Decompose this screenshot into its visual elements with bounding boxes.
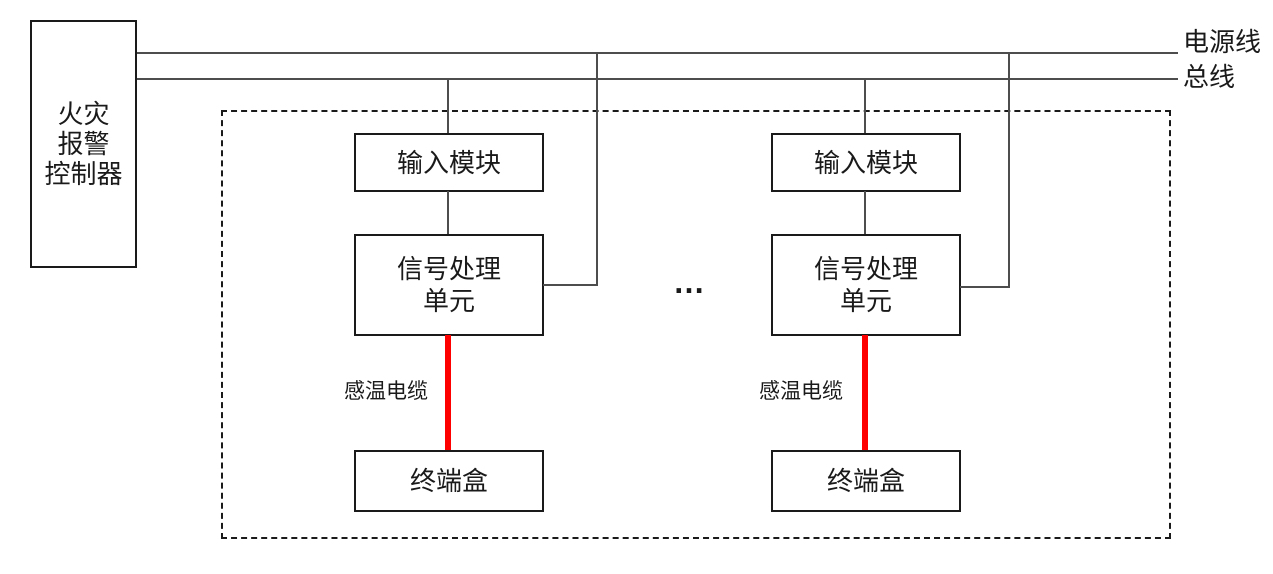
power-line-label: 电源线 bbox=[1183, 27, 1262, 57]
controller-label-line2: 报警 bbox=[57, 129, 110, 159]
input-to-signal-connector-right bbox=[864, 191, 866, 235]
power-drop-connector-left bbox=[596, 52, 598, 286]
input-module-label: 输入模块 bbox=[813, 147, 918, 178]
temperature-sensing-cable-left bbox=[445, 335, 451, 450]
sensing-cable-label-left: 感温电缆 bbox=[344, 380, 428, 403]
power-to-signal-connector-left bbox=[543, 284, 597, 286]
bus-line-label: 总线 bbox=[1183, 62, 1236, 92]
signal-processing-unit-box-right: 信号处理 单元 bbox=[771, 234, 961, 336]
detection-zone-boundary bbox=[221, 110, 1171, 539]
signal-unit-label-line2: 单元 bbox=[839, 286, 892, 316]
temperature-sensing-cable-right bbox=[862, 335, 868, 450]
input-to-signal-connector-left bbox=[447, 191, 449, 235]
power-drop-connector-right bbox=[1008, 52, 1010, 288]
input-module-label: 输入模块 bbox=[396, 147, 501, 178]
controller-label-line1: 火灾 bbox=[57, 99, 110, 129]
more-channels-ellipsis: … bbox=[673, 264, 707, 300]
power-to-signal-connector-right bbox=[960, 286, 1010, 288]
signal-processing-unit-box-left: 信号处理 单元 bbox=[354, 234, 544, 336]
input-module-box-left: 输入模块 bbox=[354, 133, 544, 192]
fire-alarm-controller-box: 火灾 报警 控制器 bbox=[30, 20, 137, 268]
signal-unit-label-line1: 信号处理 bbox=[813, 254, 918, 284]
bus-line bbox=[137, 78, 1178, 80]
bus-to-input-connector-left bbox=[447, 78, 449, 134]
input-module-box-right: 输入模块 bbox=[771, 133, 961, 192]
power-line bbox=[137, 52, 1178, 54]
controller-label-line3: 控制器 bbox=[44, 159, 123, 189]
sensing-cable-label-right: 感温电缆 bbox=[759, 380, 843, 403]
terminal-box-label: 终端盒 bbox=[826, 466, 905, 496]
terminal-box-right: 终端盒 bbox=[771, 450, 961, 512]
signal-unit-label-line1: 信号处理 bbox=[396, 254, 501, 284]
signal-unit-label-line2: 单元 bbox=[422, 286, 475, 316]
terminal-box-label: 终端盒 bbox=[409, 466, 488, 496]
bus-to-input-connector-right bbox=[864, 78, 866, 134]
terminal-box-left: 终端盒 bbox=[354, 450, 544, 512]
